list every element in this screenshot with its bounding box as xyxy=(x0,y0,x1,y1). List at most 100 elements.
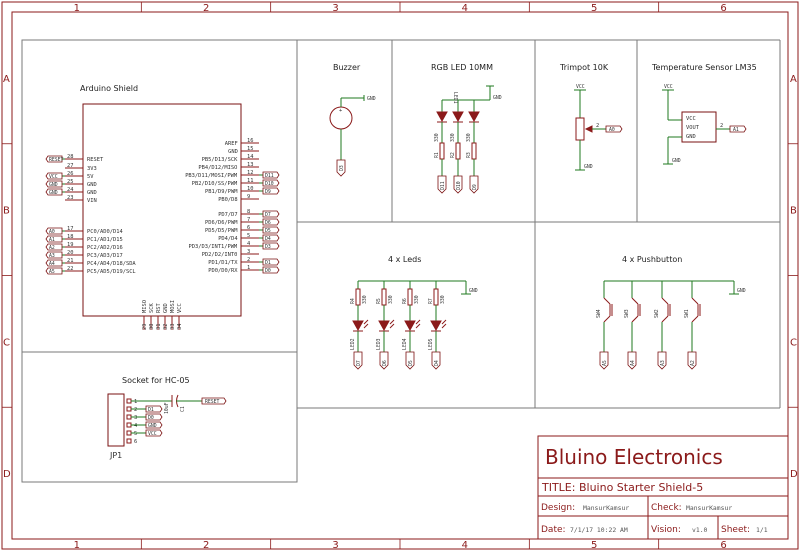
led-2-tag xyxy=(405,351,415,370)
sheet-label: Sheet: xyxy=(721,525,750,535)
arduino-bottom-pin-num: 29 xyxy=(142,324,148,331)
arduino-right-pin-name: PD6/D6/PWM xyxy=(205,220,238,226)
hc05-connector-icon xyxy=(107,393,125,447)
button-1-tag xyxy=(627,351,637,370)
arduino-left-pin-num: 18 xyxy=(67,234,74,240)
arduino-left-pin-tag xyxy=(45,267,63,275)
arduino-right-pin-num: 15 xyxy=(247,146,254,152)
rgb-2-tag-label: D9 xyxy=(472,184,478,190)
arduino-left-pin-tag-label: GND xyxy=(49,190,58,196)
arduino-left-pin-num: 25 xyxy=(67,179,74,185)
led-resistor-label: R7 xyxy=(428,298,434,304)
arduino-right-pin-num: 7 xyxy=(247,217,250,223)
arduino-right-pin-num: 14 xyxy=(247,154,254,160)
arduino-left-pin-tag-label: RESET xyxy=(49,157,64,163)
button-0-tag xyxy=(599,351,609,370)
arduino-right-pin-num: 5 xyxy=(247,233,250,239)
arduino-bottom-pin-num: 30 xyxy=(149,324,155,331)
lm35-pin-vout: VOUT xyxy=(686,125,700,131)
buzzer-block: Buzzer + GND D3 xyxy=(329,63,376,177)
led-1-tag-label: D6 xyxy=(382,360,388,366)
arduino-right-pin-name: PB1/D9/PWM xyxy=(205,189,238,195)
vision-label: Vision: xyxy=(651,525,681,535)
panel-frames xyxy=(21,39,781,483)
arduino-bottom-pin-name: MOSI xyxy=(170,300,176,313)
arduino-right-pin-num: 10 xyxy=(247,186,254,192)
arduino-left-pin-name: PC3/AD3/D17 xyxy=(87,253,123,259)
trimpot-pin-num: 2 xyxy=(596,123,599,129)
button-2-tag-label: A3 xyxy=(660,360,666,366)
arduino-right-pin-tag xyxy=(262,210,280,218)
arduino-right-pin-name: PD7/D7 xyxy=(218,212,237,218)
led-diode-icon xyxy=(378,320,390,332)
grid-col-bottom-2: 2 xyxy=(203,540,209,551)
led-1-tag xyxy=(379,351,389,370)
arduino-left-pin-name: PC5/AD5/D19/SCL xyxy=(87,269,136,275)
grid-col-top-1: 1 xyxy=(74,3,80,14)
rgb-led-label: LED1 xyxy=(452,92,458,104)
hc05-connector-label: JP1 xyxy=(109,451,122,460)
buzzer-tag xyxy=(336,159,346,177)
hc05-cap-label: C1 xyxy=(180,406,186,412)
hc05-pin-num: 2 xyxy=(134,407,137,413)
arduino-left-pin-num: 23 xyxy=(67,195,74,201)
lm35-icon xyxy=(681,111,717,143)
led-0-tag-label: D7 xyxy=(356,360,362,366)
arduino-bottom-pin-name: GND xyxy=(163,303,169,313)
grid-col-top-5: 5 xyxy=(591,3,597,14)
arduino-right-pin-name: PB4/D12/MISO xyxy=(198,165,237,171)
hc05-pin-2-tag-label: GND xyxy=(148,423,157,429)
arduino-right-pin-tag-label: D9 xyxy=(265,189,271,195)
led-resistor-icon xyxy=(355,288,361,306)
hc05-pin-0-tag xyxy=(145,405,163,413)
arduino-right-pin-name: PD1/D1/TX xyxy=(208,260,238,266)
buzzer-tag-label: D3 xyxy=(339,165,345,171)
rgb-resistor-icon xyxy=(439,142,445,160)
arduino-left-pin-tag-label: A4 xyxy=(49,261,55,267)
hc05-reset-label: RESET xyxy=(205,399,220,405)
arduino-left-pin-name: PC4/AD4/D18/SDA xyxy=(87,261,136,267)
arduino-left-pin-name: GND xyxy=(87,190,97,196)
button-2-tag xyxy=(657,351,667,370)
grid-col-bottom-4: 4 xyxy=(462,540,468,551)
arduino-right-pin-tag xyxy=(262,179,280,187)
arduino-left-pin-tag-label: A1 xyxy=(49,237,55,243)
grid-col-top-6: 6 xyxy=(720,3,726,14)
arduino-right-pin-num: 3 xyxy=(247,249,250,255)
buttons-gnd-label: GND xyxy=(737,288,746,294)
pushbutton-label: SW3 xyxy=(624,309,630,318)
led-diode-icon xyxy=(352,320,364,332)
rgb-resistor-value: 330 xyxy=(450,133,456,142)
arduino-left-pin-name: PC2/AD2/D16 xyxy=(87,245,123,251)
check-value: MansurKamsur xyxy=(686,504,732,512)
trimpot-block: Trimpot 10K VCC 2 A0 GND xyxy=(559,63,623,171)
arduino-right-pin-num: 2 xyxy=(247,257,250,263)
arduino-right-pin-num: 11 xyxy=(247,178,254,184)
arduino-bottom-pin-num: 31 xyxy=(156,324,162,331)
rgb-resistor-label: R3 xyxy=(466,152,472,158)
arduino-left-pin-tag xyxy=(45,227,63,235)
grid-col-top-3: 3 xyxy=(332,3,338,14)
led-label: LED5 xyxy=(428,338,434,350)
rgb-resistor-label: R2 xyxy=(450,152,456,158)
lm35-pin-num: 2 xyxy=(720,123,723,129)
arduino-right-pin-tag-label: D1 xyxy=(265,260,271,266)
led-resistor-value: 330 xyxy=(414,295,420,304)
rgb-resistor-icon xyxy=(455,142,461,160)
lm35-pin-gnd: GND xyxy=(686,134,696,140)
arduino-right-pin-num: 9 xyxy=(247,194,250,200)
arduino-right-pin-name: PB3/D11/MOSI/PWM xyxy=(185,173,238,179)
arduino-right-pin-tag-label: D6 xyxy=(265,220,271,226)
trimpot-icon xyxy=(575,117,585,141)
rgb-resistor-value: 330 xyxy=(466,133,472,142)
arduino-right-pin-tag xyxy=(262,218,280,226)
arduino-left-pin-tag xyxy=(45,180,63,188)
arduino-right-pin-num: 1 xyxy=(247,265,250,271)
led-diode-icon xyxy=(404,320,416,332)
arduino-left-pin-tag-label: GND xyxy=(49,182,58,188)
arduino-left-pin-tag xyxy=(45,251,63,259)
arduino-left-pin-num: 20 xyxy=(67,250,74,256)
